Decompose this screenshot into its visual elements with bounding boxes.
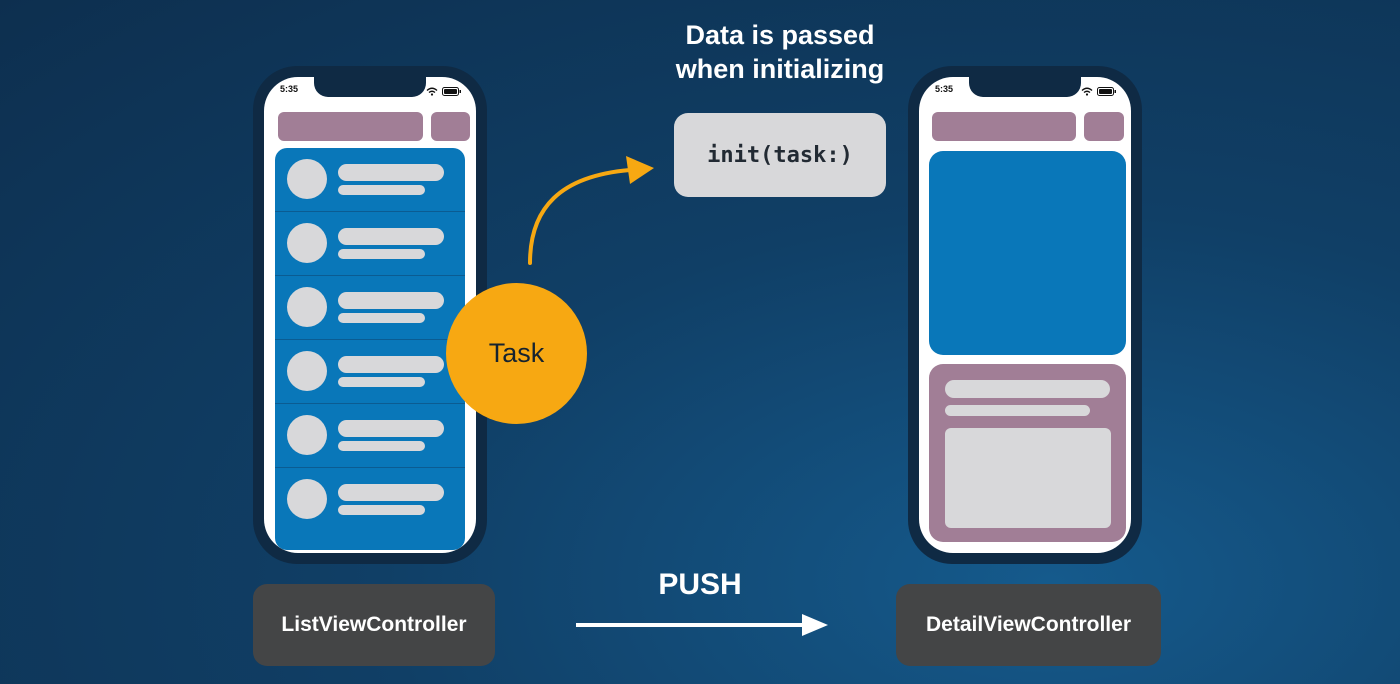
detail-info-card [929, 364, 1126, 542]
list-item-title-placeholder [338, 420, 444, 437]
wifi-icon [426, 87, 438, 96]
list-item[interactable] [275, 468, 465, 531]
status-icons [1081, 83, 1117, 101]
list-item-subtitle-placeholder [338, 377, 425, 387]
list-item[interactable] [275, 340, 465, 404]
list-item[interactable] [275, 148, 465, 212]
nav-action-button[interactable] [1084, 112, 1124, 141]
avatar [287, 351, 327, 391]
nav-action-button[interactable] [431, 112, 470, 141]
detail-body-block [945, 428, 1111, 528]
avatar [287, 159, 327, 199]
detail-screen: 5:35 [919, 77, 1131, 553]
avatar [287, 479, 327, 519]
nav-title-bar [932, 112, 1076, 141]
detail-controller-label: DetailViewController [896, 584, 1161, 666]
list-item-subtitle-placeholder [338, 313, 425, 323]
curved-arrow-icon [528, 156, 654, 265]
list-item-subtitle-placeholder [338, 441, 425, 451]
list-controller-text: ListViewController [281, 613, 467, 636]
status-icons [426, 83, 462, 101]
heading-caption: Data is passed when initializing [650, 18, 910, 86]
list-item-subtitle-placeholder [338, 249, 425, 259]
task-bubble: Task [446, 283, 587, 424]
list-item[interactable] [275, 212, 465, 276]
detail-image-placeholder [929, 151, 1126, 355]
init-code-box: init(task:) [674, 113, 886, 197]
list-item-title-placeholder [338, 164, 444, 181]
list-phone: 5:35 [253, 66, 487, 564]
phone-notch [969, 77, 1081, 97]
list-item-title-placeholder [338, 292, 444, 309]
battery-icon [1097, 87, 1116, 97]
wifi-icon [1081, 87, 1093, 96]
battery-icon [442, 87, 461, 97]
detail-title-line [945, 380, 1110, 398]
list-item-title-placeholder [338, 484, 444, 501]
nav-title-bar [278, 112, 423, 141]
list-controller-label: ListViewController [253, 584, 495, 666]
heading-line-1: Data is passed [685, 20, 875, 50]
task-label: Task [488, 338, 545, 368]
list-item-subtitle-placeholder [338, 505, 425, 515]
push-label: PUSH [658, 568, 742, 601]
list-item-subtitle-placeholder [338, 185, 425, 195]
avatar [287, 287, 327, 327]
avatar [287, 223, 327, 263]
list-item[interactable] [275, 404, 465, 468]
detail-subtitle-line [945, 405, 1090, 416]
status-time: 5:35 [280, 84, 299, 94]
init-code-label: init(task:) [707, 142, 853, 168]
avatar [287, 415, 327, 455]
push-arrow-icon [576, 614, 828, 636]
list-table [275, 148, 465, 550]
list-item-title-placeholder [338, 228, 444, 245]
heading-line-2: when initializing [675, 54, 885, 84]
detail-controller-text: DetailViewController [926, 613, 1131, 636]
list-item-title-placeholder [338, 356, 444, 373]
detail-phone: 5:35 [908, 66, 1142, 564]
list-item[interactable] [275, 276, 465, 340]
list-screen: 5:35 [264, 77, 476, 553]
status-time: 5:35 [935, 84, 954, 94]
phone-notch [314, 77, 426, 97]
